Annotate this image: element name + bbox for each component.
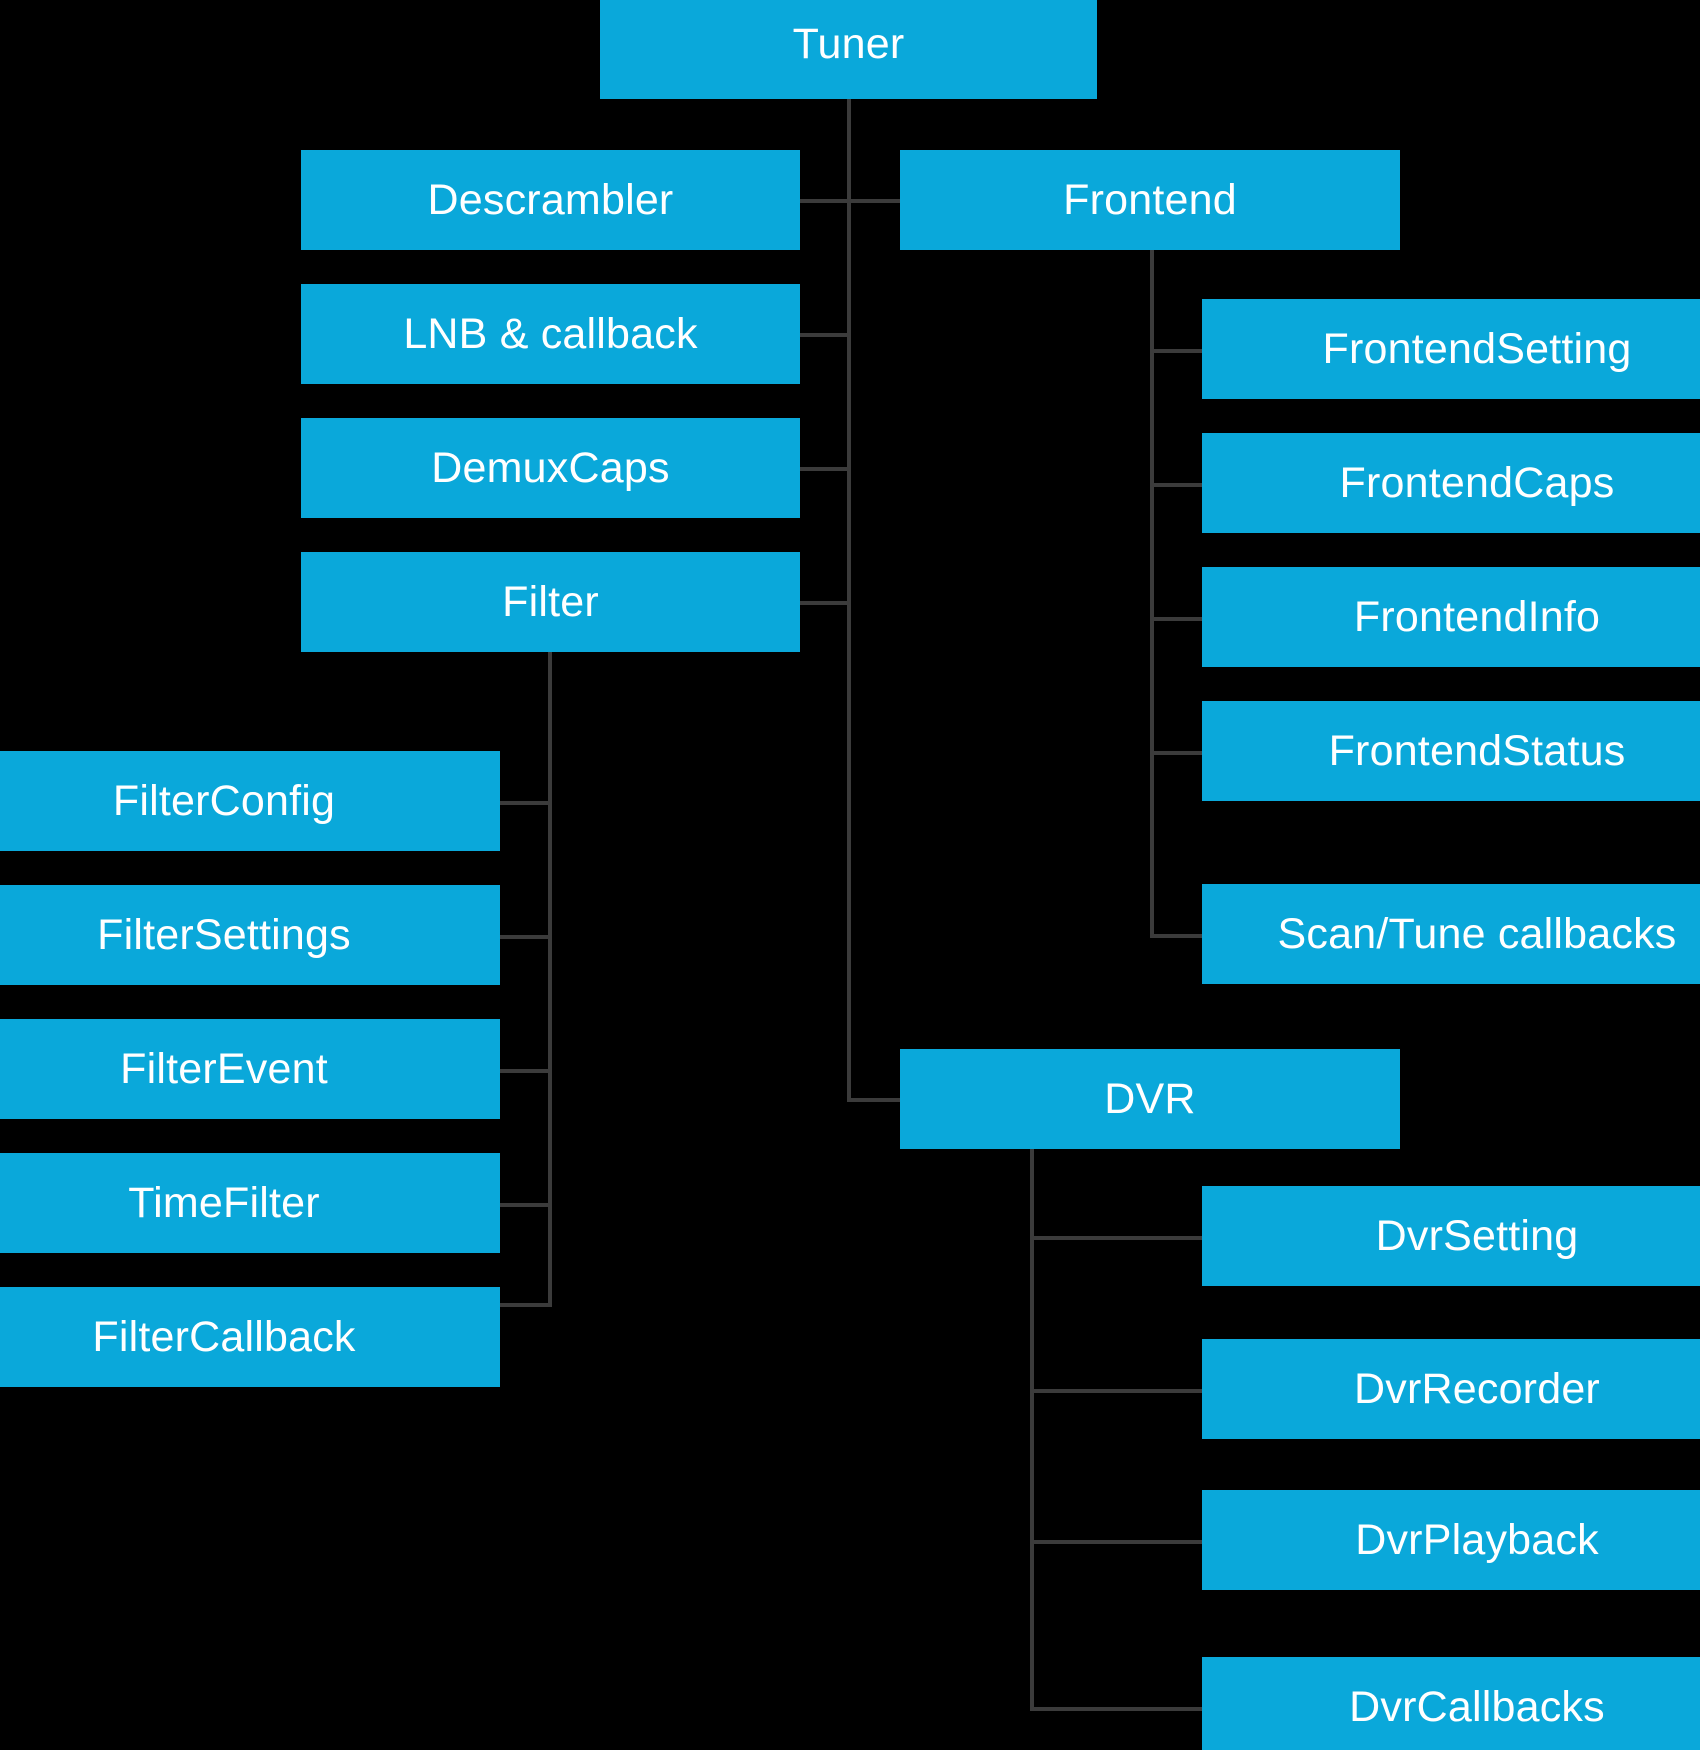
node-label: Scan/Tune callbacks — [1277, 909, 1677, 958]
connector-tuner-to-lnb — [799, 333, 849, 337]
node-label: DvrSetting — [1375, 1211, 1579, 1260]
connector-filter-to-filterconfig — [500, 801, 550, 805]
node-dvr[interactable]: DVR — [900, 1049, 1400, 1149]
node-label: Filter — [502, 577, 599, 626]
connector-filter-to-timefilter — [500, 1203, 550, 1207]
connector-tuner-to-dvr — [847, 1098, 900, 1102]
node-tuner[interactable]: Tuner — [600, 0, 1097, 99]
node-dvrcallbacks[interactable]: DvrCallbacks — [1202, 1657, 1700, 1750]
connector-frontend-to-frontendstatus — [1150, 751, 1202, 755]
node-filterevent[interactable]: FilterEvent — [0, 1019, 500, 1119]
connector-frontend-to-scantunecallbacks — [1150, 934, 1202, 938]
node-dvrplayback[interactable]: DvrPlayback — [1202, 1490, 1700, 1590]
connector-filter-to-filterevent — [500, 1069, 550, 1073]
connector-dvr-to-dvrcallbacks — [1030, 1707, 1202, 1711]
node-label: FrontendStatus — [1328, 726, 1626, 775]
node-label: LNB & callback — [403, 309, 698, 358]
node-scan-tune-callbacks[interactable]: Scan/Tune callbacks — [1202, 884, 1700, 984]
connector-frontend-to-frontendcaps — [1150, 483, 1202, 487]
node-dvrrecorder[interactable]: DvrRecorder — [1202, 1339, 1700, 1439]
node-frontendstatus[interactable]: FrontendStatus — [1202, 701, 1700, 801]
node-label: FilterCallback — [92, 1312, 356, 1361]
node-label: Descrambler — [427, 175, 674, 224]
node-label: DemuxCaps — [431, 443, 670, 492]
connector-tuner-to-demuxcaps — [799, 467, 849, 471]
node-label: DvrRecorder — [1354, 1364, 1600, 1413]
node-filtersettings[interactable]: FilterSettings — [0, 885, 500, 985]
node-label: DvrCallbacks — [1349, 1682, 1605, 1731]
connector-filter-to-filtercallback — [500, 1303, 550, 1307]
connector-dvr-to-dvrsetting — [1030, 1236, 1202, 1240]
node-frontend[interactable]: Frontend — [900, 150, 1400, 250]
node-label: Frontend — [1063, 175, 1237, 224]
connector-filter-to-filtersettings — [500, 935, 550, 939]
node-frontendsetting[interactable]: FrontendSetting — [1202, 299, 1700, 399]
connector-frontend-to-frontendinfo — [1150, 617, 1202, 621]
connector-tuner-to-frontend — [847, 199, 900, 203]
connector-dvr-trunk — [1030, 1136, 1034, 1711]
node-timefilter[interactable]: TimeFilter — [0, 1153, 500, 1253]
connector-frontend-to-frontendsetting — [1150, 349, 1202, 353]
node-label: FilterSettings — [97, 910, 351, 959]
node-label: FrontendSetting — [1322, 324, 1632, 373]
node-label: DvrPlayback — [1355, 1515, 1599, 1564]
node-lnb-callback[interactable]: LNB & callback — [301, 284, 800, 384]
connector-tuner-to-descrambler — [799, 199, 849, 203]
connector-tuner-trunk — [847, 99, 851, 1102]
node-filterconfig[interactable]: FilterConfig — [0, 751, 500, 851]
node-label: FilterConfig — [112, 776, 336, 825]
node-label: FrontendCaps — [1339, 458, 1615, 507]
node-filter[interactable]: Filter — [301, 552, 800, 652]
connector-dvr-to-dvrplayback — [1030, 1540, 1202, 1544]
node-filtercallback[interactable]: FilterCallback — [0, 1287, 500, 1387]
node-label: FrontendInfo — [1353, 592, 1601, 641]
node-demuxcaps[interactable]: DemuxCaps — [301, 418, 800, 518]
node-label: Tuner — [792, 20, 905, 68]
connector-frontend-trunk — [1150, 229, 1154, 938]
node-label: TimeFilter — [128, 1178, 320, 1227]
node-frontendcaps[interactable]: FrontendCaps — [1202, 433, 1700, 533]
node-frontendinfo[interactable]: FrontendInfo — [1202, 567, 1700, 667]
connector-filter-trunk — [548, 633, 552, 1307]
node-label: DVR — [1104, 1074, 1196, 1123]
node-dvrsetting[interactable]: DvrSetting — [1202, 1186, 1700, 1286]
node-descrambler[interactable]: Descrambler — [301, 150, 800, 250]
connector-dvr-to-dvrrecorder — [1030, 1389, 1202, 1393]
connector-tuner-to-filter — [799, 601, 849, 605]
node-label: FilterEvent — [120, 1044, 328, 1093]
